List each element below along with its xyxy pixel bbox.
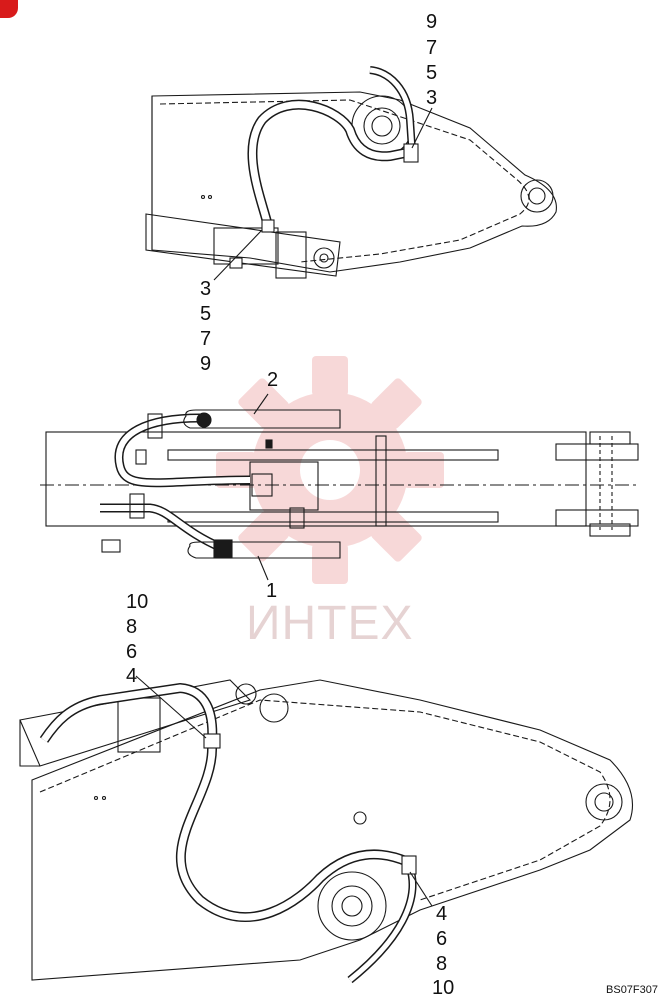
corner-badge — [0, 0, 18, 18]
callout-label: 6 — [436, 928, 448, 950]
bottom-arm-view — [19, 675, 634, 984]
callout-label: 3 — [426, 87, 438, 109]
callout-label: 7 — [200, 328, 212, 350]
callout-label: 5 — [426, 62, 438, 84]
callout-label: 8 — [436, 953, 448, 975]
callout-label: 10 — [432, 977, 455, 999]
callout-label: 7 — [426, 37, 438, 59]
top-arm-view — [145, 66, 557, 281]
drawing-code: BS07F307 — [606, 984, 658, 996]
callout-label: 6 — [126, 641, 138, 663]
watermark-text: ИНТЕХ — [246, 597, 414, 650]
callout-label-hose-2: 2 — [267, 369, 279, 391]
watermark-gear-icon — [216, 356, 444, 584]
callout-label: 4 — [436, 903, 448, 925]
middle-plan-view — [40, 393, 640, 581]
callout-label-hose-1: 1 — [266, 580, 278, 602]
callout-label: 5 — [200, 303, 212, 325]
callout-label: 3 — [200, 278, 212, 300]
callout-label: 9 — [200, 353, 212, 375]
callout-label: 9 — [426, 11, 438, 33]
callout-label: 10 — [126, 591, 149, 613]
callout-label: 4 — [126, 665, 138, 687]
callout-label: 8 — [126, 616, 138, 638]
